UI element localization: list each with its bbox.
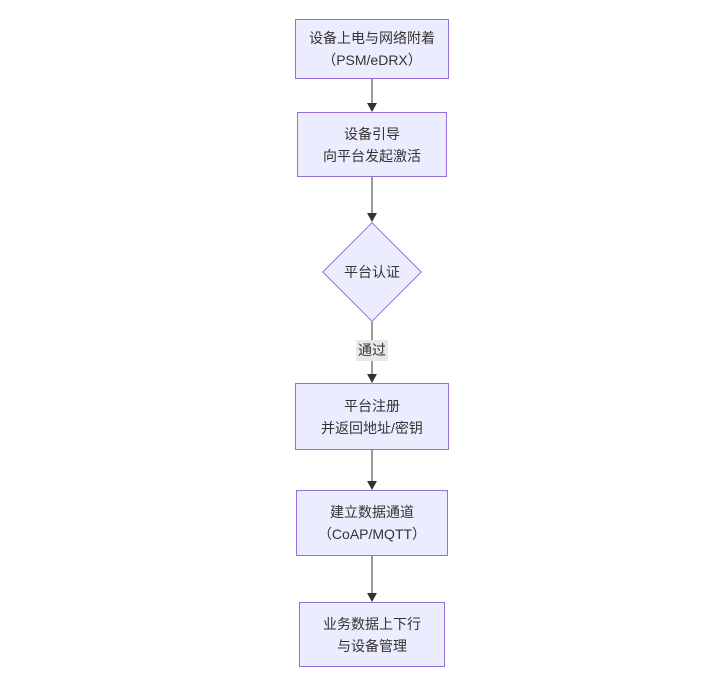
node-text-line: 设备上电与网络附着	[309, 30, 435, 46]
flow-node-data-channel: 建立数据通道 （CoAP/MQTT）	[296, 490, 448, 556]
node-text-line: 业务数据上下行	[323, 615, 421, 632]
node-text-line: 向平台发起激活	[323, 147, 421, 164]
node-text-line: 平台认证	[344, 264, 400, 280]
node-text-line: 设备引导	[344, 125, 400, 142]
node-text-line: （PSM/eDRX）	[322, 52, 422, 68]
flow-node-device-bootstrap: 设备引导 向平台发起激活	[297, 112, 447, 177]
flow-arrow-down	[360, 79, 384, 112]
flowchart-column: 设备上电与网络附着 （PSM/eDRX） 设备引导 向平台发起激活 平台认证 通…	[295, 19, 449, 667]
flow-node-platform-register: 平台注册 并返回地址/密钥	[295, 383, 449, 450]
node-text-line: 与设备管理	[337, 637, 407, 654]
node-text-line: 并返回地址/密钥	[321, 419, 423, 436]
flow-arrow-down	[360, 177, 384, 222]
edge-label-pass: 通过	[356, 339, 388, 361]
flow-arrow-down	[360, 450, 384, 490]
decision-platform-auth: 平台认证	[322, 222, 422, 322]
node-text-line: 建立数据通道	[330, 504, 414, 520]
flow-node-power-network-attach: 设备上电与网络附着 （PSM/eDRX）	[295, 19, 449, 79]
node-text-line: （CoAP/MQTT）	[317, 526, 427, 542]
node-text-line: 平台注册	[344, 397, 400, 414]
flow-arrow-down	[360, 556, 384, 602]
flow-arrow-down: 通过	[356, 322, 388, 383]
flow-node-business-data-management: 业务数据上下行 与设备管理	[299, 602, 445, 667]
